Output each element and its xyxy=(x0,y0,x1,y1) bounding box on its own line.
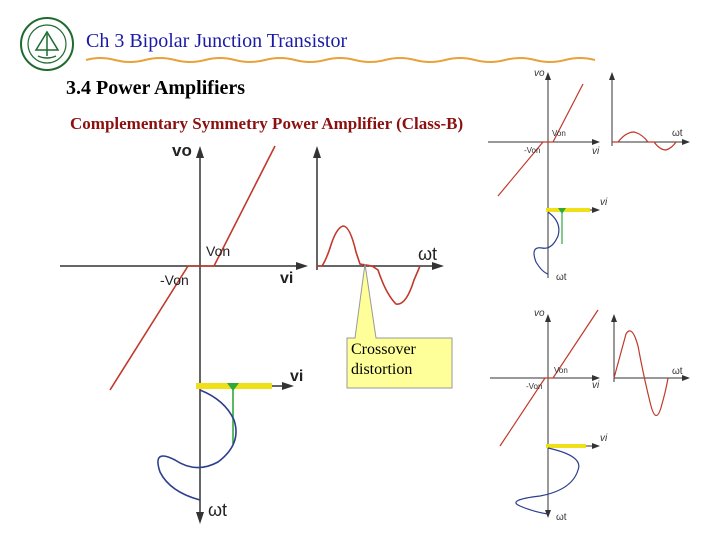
tr-label-omega-t: ωt xyxy=(672,128,683,139)
axis-label-vi: vi xyxy=(280,270,294,287)
br-label-omega-t: ωt xyxy=(672,366,683,377)
label-neg-von: -Von xyxy=(160,272,189,288)
header-divider xyxy=(85,57,596,63)
tr-label-neg-von: -Von xyxy=(524,146,541,155)
slide-header-title: Ch 3 Bipolar Junction Transistor xyxy=(86,30,348,52)
main-diagram xyxy=(60,145,444,524)
output-waveform xyxy=(317,225,421,305)
input-waveform xyxy=(157,389,237,501)
tr-label-von: Von xyxy=(552,129,566,138)
label-von: Von xyxy=(206,243,231,259)
callout-text: Crossover distortion xyxy=(351,340,451,380)
diagram-bottom-right xyxy=(490,309,690,518)
section-subtitle: Complementary Symmetry Power Amplifier (… xyxy=(70,114,464,133)
tr-label-vi-lower: vi xyxy=(600,197,608,208)
br-label-neg-von: -Von xyxy=(526,382,543,391)
br-label-vo: vo xyxy=(534,308,545,319)
br-label-vi: vi xyxy=(592,380,600,391)
section-title: 3.4 Power Amplifiers xyxy=(66,77,246,99)
tr-label-vi: vi xyxy=(592,146,600,157)
university-seal-icon xyxy=(20,17,74,71)
br-label-von: Von xyxy=(554,366,568,375)
axis-label-omega-t: ωt xyxy=(418,244,438,264)
axis-label-vo: vo xyxy=(172,141,192,160)
callout-line-1: Crossover xyxy=(351,341,416,358)
tr-label-omega-t-bottom: ωt xyxy=(556,272,567,283)
br-label-vi-lower: vi xyxy=(600,433,608,444)
axis-label-vi-lower: vi xyxy=(290,368,304,385)
callout-line-2: distortion xyxy=(351,361,413,378)
transfer-curve xyxy=(109,145,276,391)
diagram-top-right xyxy=(488,72,690,278)
crossover-callout xyxy=(346,263,453,389)
br-label-omega-t-bottom: ωt xyxy=(556,512,567,523)
axis-label-omega-t-bottom: ωt xyxy=(208,500,228,520)
tr-label-vo: vo xyxy=(534,68,545,79)
